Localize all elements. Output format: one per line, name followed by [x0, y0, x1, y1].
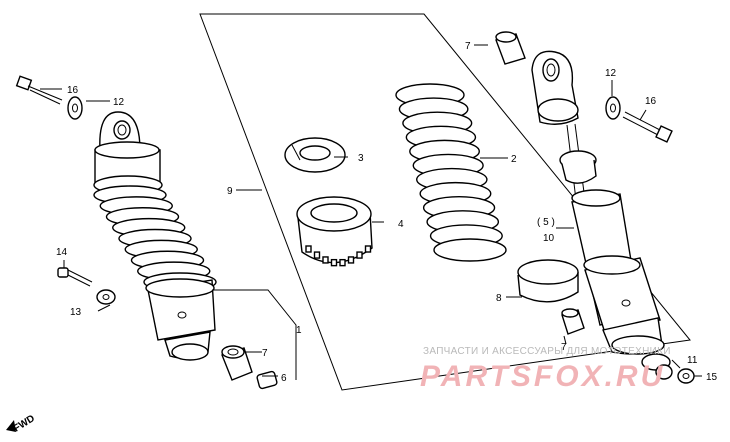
label-3: 3	[358, 153, 364, 164]
fwd-indicator: FWD	[6, 413, 37, 435]
spring-seat-4	[296, 196, 373, 267]
seat-tooth	[347, 256, 355, 264]
label-16-left: 16	[67, 85, 79, 96]
label-4: 4	[398, 219, 404, 230]
seat-tooth	[305, 245, 312, 253]
damper-10	[531, 50, 671, 371]
assembled-shock	[93, 111, 217, 361]
seat-tooth	[313, 251, 321, 259]
stopper-3	[284, 137, 346, 173]
label-11: 11	[687, 355, 698, 366]
seat-teeth	[305, 245, 372, 267]
seat-tooth	[364, 245, 372, 253]
bush-7-left	[221, 345, 253, 381]
seat-tooth	[356, 251, 363, 259]
label-13: 13	[70, 307, 82, 318]
spring-2	[395, 83, 507, 262]
label-7-top: 7	[465, 41, 471, 52]
bolt-14	[57, 267, 93, 287]
label-12-left: 12	[113, 97, 125, 108]
fwd-label: FWD	[12, 413, 37, 434]
label-10: 10	[543, 233, 555, 244]
label-15: 15	[706, 372, 718, 383]
leader-lines	[40, 44, 702, 380]
watermark-text: ЗАПЧАСТИ И АКСЕССУАРЫ ДЛЯ МОТОТЕХНИКИ	[423, 346, 671, 357]
washer-12-right	[605, 96, 621, 120]
label-14: 14	[56, 247, 68, 258]
washer-12-left	[67, 96, 83, 120]
bush-7-top	[495, 31, 526, 65]
washer-15	[677, 368, 695, 384]
label-7-left: 7	[262, 348, 268, 359]
collar-6	[256, 370, 278, 390]
ring-8	[517, 259, 579, 303]
label-16-right: 16	[645, 96, 657, 107]
bolt-16-right	[622, 111, 673, 143]
label-1: 1	[296, 325, 302, 336]
bush-7-lower	[561, 308, 585, 335]
label-12-right: 12	[605, 68, 617, 79]
left-spring-coils	[93, 185, 217, 292]
label-6: 6	[281, 373, 287, 384]
seat-tooth	[339, 258, 346, 267]
bolt-16-left	[15, 75, 63, 105]
label-2: 2	[511, 154, 517, 165]
seat-tooth	[330, 258, 338, 267]
watermark-logo: PARTSFOX.RU	[420, 360, 666, 393]
label-9: 9	[227, 186, 233, 197]
coil-turn	[433, 238, 507, 262]
label-7-lower: 7	[561, 342, 567, 353]
label-5: ( 5 )	[537, 217, 555, 228]
label-8: 8	[496, 293, 502, 304]
exploded-frame	[199, 13, 691, 391]
fwd-arrow-icon	[6, 420, 16, 432]
nut-11	[655, 364, 673, 380]
washer-13	[96, 289, 116, 305]
seat-tooth	[322, 256, 329, 264]
